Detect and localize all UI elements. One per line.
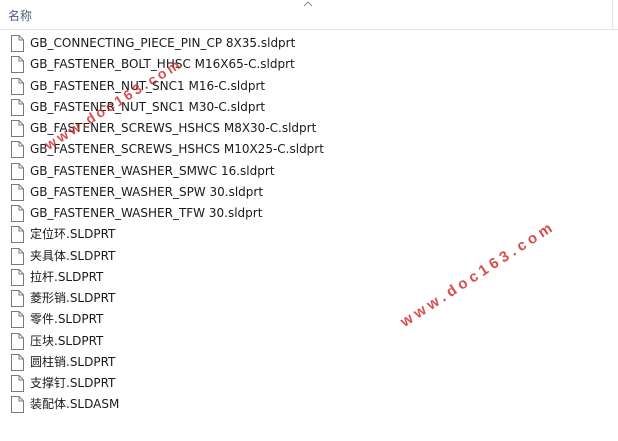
file-icon <box>11 162 24 180</box>
file-name: 压块.SLDPRT <box>30 333 104 348</box>
file-row[interactable]: GB_FASTENER_WASHER_SPW 30.sldprt <box>0 182 612 203</box>
file-row[interactable]: GB_FASTENER_NUT_SNC1 M30-C.sldprt <box>0 97 612 118</box>
file-icon <box>11 98 24 116</box>
file-name: GB_FASTENER_WASHER_SMWC 16.sldprt <box>30 163 275 178</box>
file-row[interactable]: GB_FASTENER_SCREWS_HSHCS M8X30-C.sldprt <box>0 118 612 139</box>
file-name: GB_FASTENER_SCREWS_HSHCS M10X25-C.sldprt <box>30 142 324 157</box>
file-row[interactable]: 压块.SLDPRT <box>0 331 612 352</box>
file-row[interactable]: 圆柱销.SLDPRT <box>0 352 612 373</box>
file-icon <box>11 332 24 350</box>
file-name: 菱形销.SLDPRT <box>30 291 116 305</box>
file-row[interactable]: GB_FASTENER_SCREWS_HSHCS M10X25-C.sldprt <box>0 139 612 160</box>
file-name: 零件.SLDPRT <box>30 312 104 327</box>
file-name: GB_FASTENER_NUT_SNC1 M16-C.sldprt <box>30 78 266 93</box>
file-row[interactable]: 菱形销.SLDPRT <box>0 288 612 309</box>
file-icon <box>11 35 24 52</box>
file-icon <box>11 226 24 244</box>
file-row[interactable]: 零件.SLDPRT <box>0 309 612 330</box>
file-icon <box>11 247 24 265</box>
file-row[interactable]: GB_FASTENER_BOLT_HHSC M16X65-C.sldprt <box>0 54 612 75</box>
file-icon <box>11 311 24 329</box>
file-row[interactable]: 支撑钉.SLDPRT <box>0 373 612 394</box>
file-icon <box>11 396 24 414</box>
column-header-bar: 名称 <box>0 0 618 30</box>
file-name: 拉杆.SLDPRT <box>30 269 104 284</box>
file-name: GB_FASTENER_SCREWS_HSHCS M8X30-C.sldprt <box>30 121 317 135</box>
file-name: 支撑钉.SLDPRT <box>30 376 116 390</box>
file-name: GB_FASTENER_WASHER_SPW 30.sldprt <box>30 184 264 199</box>
file-name: GB_FASTENER_BOLT_HHSC M16X65-C.sldprt <box>30 57 295 72</box>
name-column-header[interactable]: 名称 <box>8 9 33 23</box>
file-icon <box>11 77 24 95</box>
file-name: GB_FASTENER_NUT_SNC1 M30-C.sldprt <box>30 99 266 114</box>
file-name: 夹具体.SLDPRT <box>30 248 116 263</box>
file-row[interactable]: 夹具体.SLDPRT <box>0 246 612 267</box>
file-icon <box>11 268 24 286</box>
file-name: GB_FASTENER_WASHER_TFW 30.sldprt <box>30 206 263 220</box>
file-icon <box>11 353 24 371</box>
file-row[interactable]: GB_CONNECTING_PIECE_PIN_CP 8X35.sldprt <box>0 33 612 54</box>
file-icon <box>11 56 24 74</box>
file-row[interactable]: 定位环.SLDPRT <box>0 224 612 245</box>
file-name: 装配体.SLDASM <box>30 397 120 412</box>
file-row[interactable]: GB_FASTENER_WASHER_TFW 30.sldprt <box>0 203 612 224</box>
file-icon <box>11 141 24 159</box>
file-icon <box>11 120 24 137</box>
file-icon <box>11 290 24 307</box>
file-name: 圆柱销.SLDPRT <box>30 354 116 369</box>
file-row[interactable]: 拉杆.SLDPRT <box>0 267 612 288</box>
file-icon <box>11 375 24 392</box>
chevron-up-icon[interactable] <box>303 0 313 8</box>
file-row[interactable]: 装配体.SLDASM <box>0 394 612 415</box>
file-row[interactable]: GB_FASTENER_NUT_SNC1 M16-C.sldprt <box>0 76 612 97</box>
file-icon <box>11 205 24 222</box>
column-divider[interactable] <box>612 0 613 30</box>
file-name: 定位环.SLDPRT <box>30 227 116 242</box>
file-icon <box>11 183 24 201</box>
file-name: GB_CONNECTING_PIECE_PIN_CP 8X35.sldprt <box>30 36 296 50</box>
file-row[interactable]: GB_FASTENER_WASHER_SMWC 16.sldprt <box>0 161 612 182</box>
